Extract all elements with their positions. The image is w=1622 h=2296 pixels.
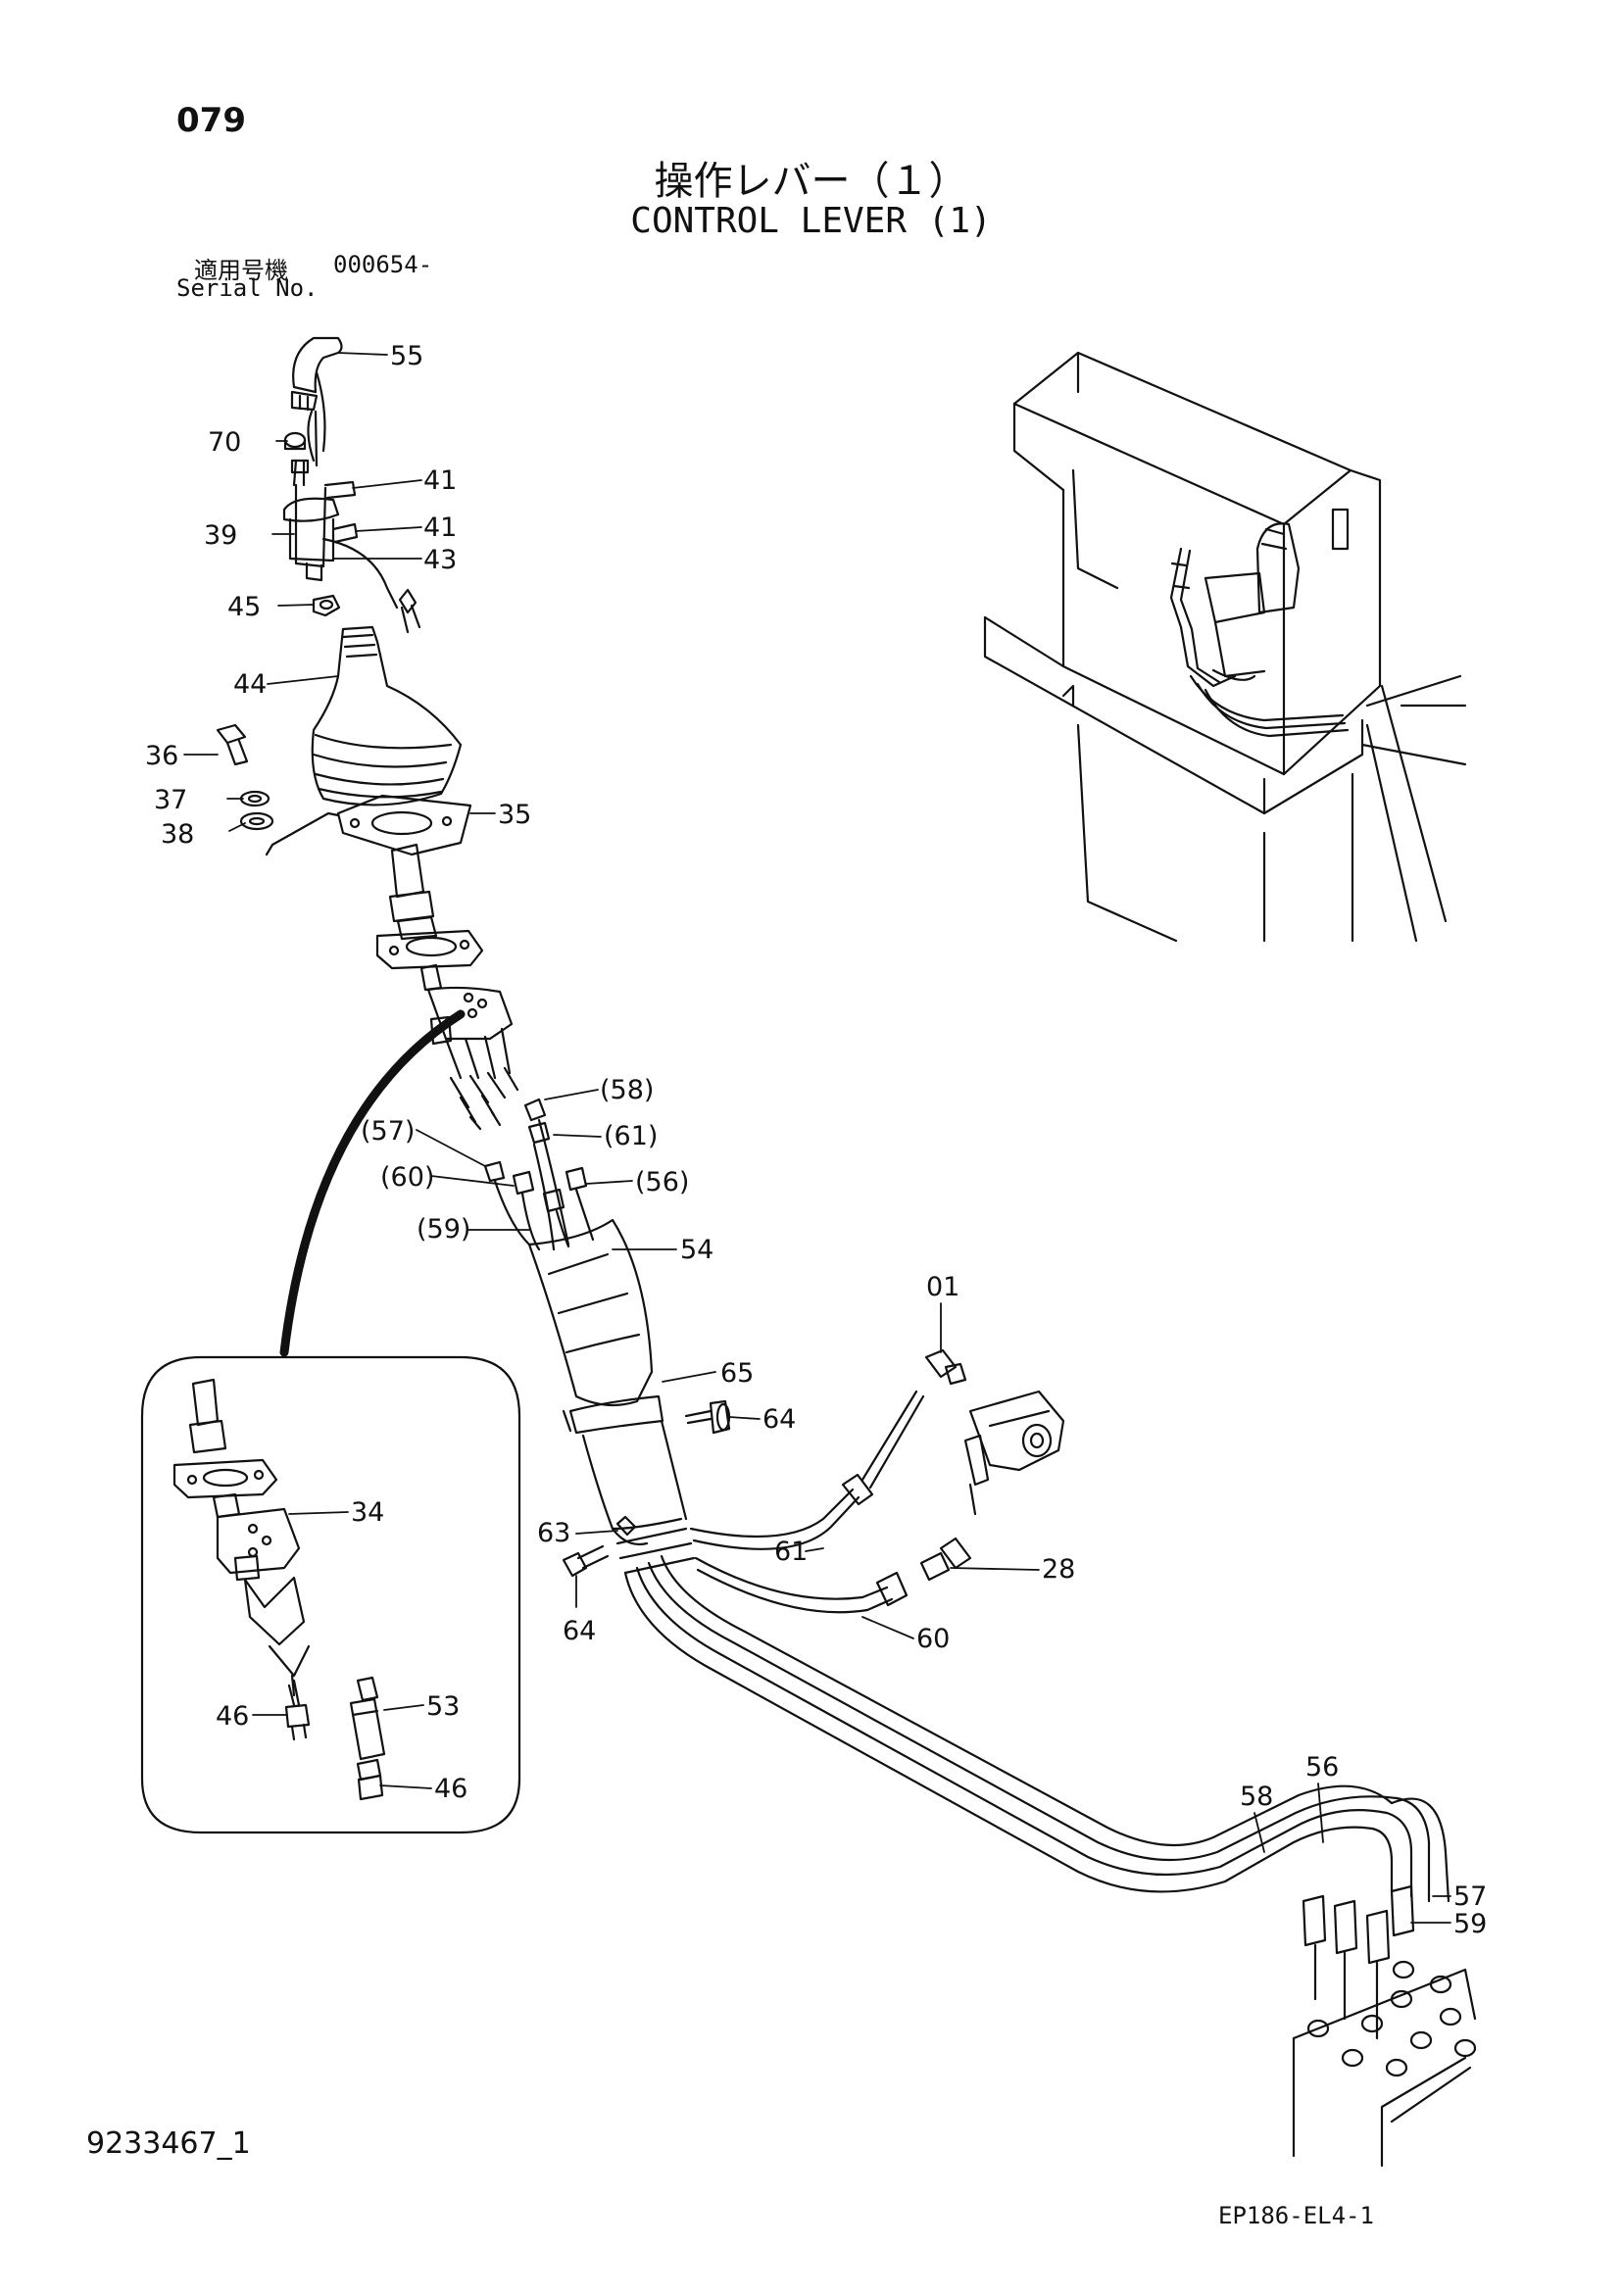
hose-run (623, 1554, 1450, 1903)
callout-46-upper: 46 (216, 1701, 249, 1732)
callout-labels: 55 70 41 39 41 43 45 44 36 37 38 35 (58)… (145, 341, 1487, 1939)
serial-label-english: Serial No. (176, 274, 319, 302)
callout-36: 36 (145, 741, 178, 771)
callout-55: 55 (390, 341, 423, 371)
hoses-60-61 (689, 1390, 925, 1614)
callout-41-lower: 41 (423, 513, 457, 543)
hose-sleeve-54 (527, 1218, 696, 1575)
callout-01: 01 (926, 1272, 959, 1302)
callout-35: 35 (498, 800, 531, 830)
page-number: 079 (176, 101, 246, 140)
callout-41-upper: 41 (423, 465, 457, 496)
callout-37: 37 (154, 785, 187, 815)
leader-lines (183, 352, 1451, 1924)
callout-64-lower: 64 (563, 1616, 596, 1646)
figure-id: EP186-EL4-1 (1218, 2202, 1374, 2229)
shuttle-block (919, 1348, 1065, 1582)
callout-61: 61 (774, 1537, 808, 1567)
callout-59: 59 (1453, 1909, 1487, 1939)
callout-57: 57 (1453, 1881, 1487, 1912)
callout-38: 38 (161, 819, 194, 850)
valve-fittings (1292, 1884, 1477, 2168)
callout-53: 53 (426, 1691, 460, 1722)
callout-58-ref: (58) (600, 1075, 654, 1105)
callout-46-lower: 46 (434, 1774, 467, 1804)
callout-60: 60 (916, 1624, 950, 1654)
callout-61-ref: (61) (604, 1121, 658, 1151)
bolt-64-lower (562, 1515, 637, 1578)
callout-43: 43 (423, 545, 457, 575)
mounting-hardware (216, 723, 472, 856)
callout-63: 63 (537, 1518, 570, 1548)
document-id: 9233467_1 (86, 2126, 251, 2161)
callout-57-ref: (57) (361, 1116, 415, 1147)
callout-70: 70 (208, 427, 241, 458)
callout-58: 58 (1240, 1782, 1273, 1812)
callout-59-ref: (59) (417, 1214, 470, 1245)
callout-28: 28 (1042, 1554, 1075, 1585)
title-japanese: 操作レバー（１） (654, 159, 968, 204)
callout-44: 44 (233, 669, 267, 700)
serial-number-value: 000654- (333, 251, 433, 278)
callout-65: 65 (720, 1358, 754, 1389)
title-english: CONTROL LEVER (1) (630, 201, 992, 241)
serial-label-japanese: 適用号機 (194, 257, 288, 284)
callout-56: 56 (1305, 1752, 1339, 1783)
boot-44 (311, 625, 463, 806)
callout-34: 34 (351, 1497, 384, 1528)
hose-fittings (483, 1098, 595, 1251)
bolt-64-upper (684, 1399, 731, 1435)
callout-60-ref: (60) (380, 1162, 434, 1193)
grip-assembly (282, 336, 421, 634)
callout-56-ref: (56) (635, 1167, 689, 1197)
pilot-valve (375, 843, 519, 1131)
callout-54: 54 (680, 1235, 713, 1265)
detail-inset (140, 1009, 521, 1834)
callout-64-upper: 64 (762, 1404, 796, 1435)
cab-illustration (983, 351, 1467, 943)
callout-39: 39 (204, 520, 237, 551)
callout-45: 45 (227, 592, 261, 622)
